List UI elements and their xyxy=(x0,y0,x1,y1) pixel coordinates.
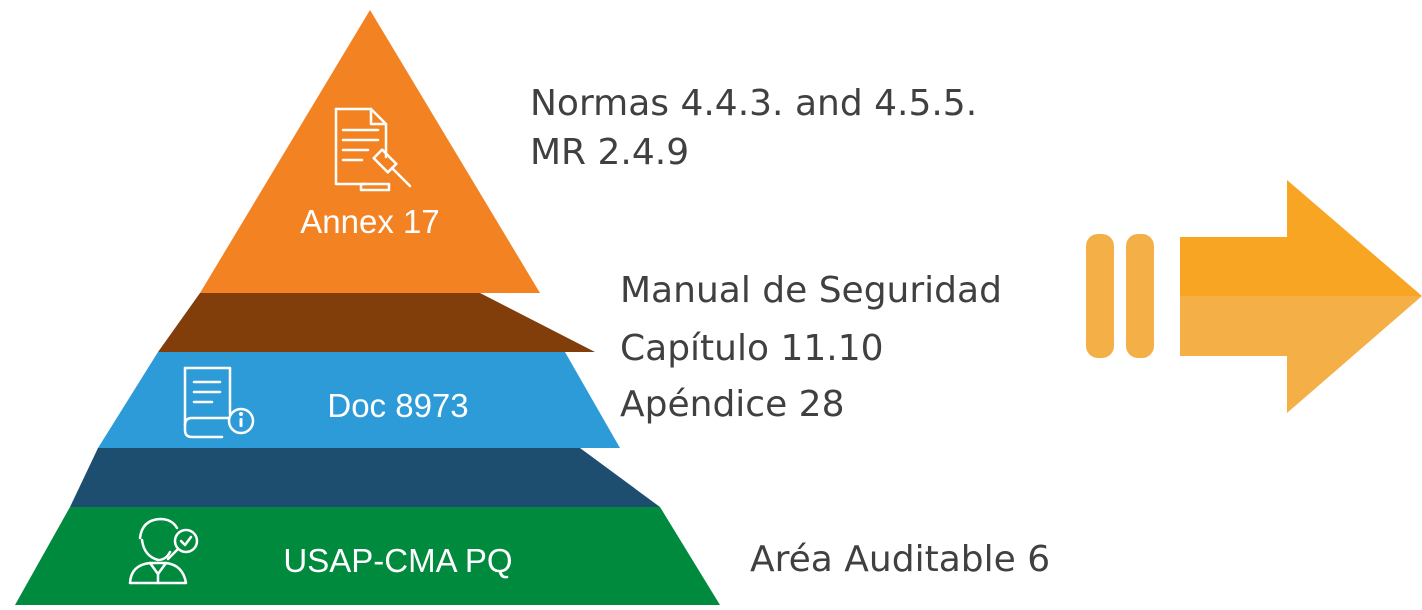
info-book-icon xyxy=(183,366,255,439)
legal-document-gavel-icon xyxy=(334,107,412,192)
right-arrow-icon xyxy=(1086,180,1422,413)
connector-lower xyxy=(70,448,660,507)
tier-bottom: USAP-CMA PQ xyxy=(15,507,720,605)
note-middle-line-2: Capítulo 11.10 xyxy=(620,328,884,369)
connector-upper xyxy=(158,293,595,352)
info-glyph xyxy=(239,412,243,427)
arrow-bar-2 xyxy=(1126,234,1154,358)
arrow-bar-1 xyxy=(1086,234,1114,358)
note-top-line-2: MR 2.4.9 xyxy=(530,132,689,173)
note-middle-line-3: Apéndice 28 xyxy=(620,384,845,425)
tier-top: Annex 17 xyxy=(200,10,540,293)
arrow-head-upper xyxy=(1180,180,1422,296)
auditor-magnifier-icon xyxy=(128,517,199,585)
arrow-head-lower xyxy=(1180,296,1422,413)
tier-middle: Doc 8973 xyxy=(98,352,620,448)
note-middle-line-1: Manual de Seguridad xyxy=(620,270,1002,311)
note-top-line-1: Normas 4.4.3. and 4.5.5. xyxy=(530,83,977,124)
note-bottom-line-1: Aréa Auditable 6 xyxy=(750,539,1050,580)
note-middle: Manual de Seguridad Capítulo 11.10 Apénd… xyxy=(620,270,1002,425)
note-top: Normas 4.4.3. and 4.5.5. MR 2.4.9 xyxy=(530,83,977,173)
note-bottom: Aréa Auditable 6 xyxy=(750,539,1050,580)
tier-top-label: Annex 17 xyxy=(300,203,439,240)
tier-bottom-label: USAP-CMA PQ xyxy=(283,542,512,579)
tier-middle-label: Doc 8973 xyxy=(327,387,468,424)
tier-top-shape xyxy=(200,10,540,293)
